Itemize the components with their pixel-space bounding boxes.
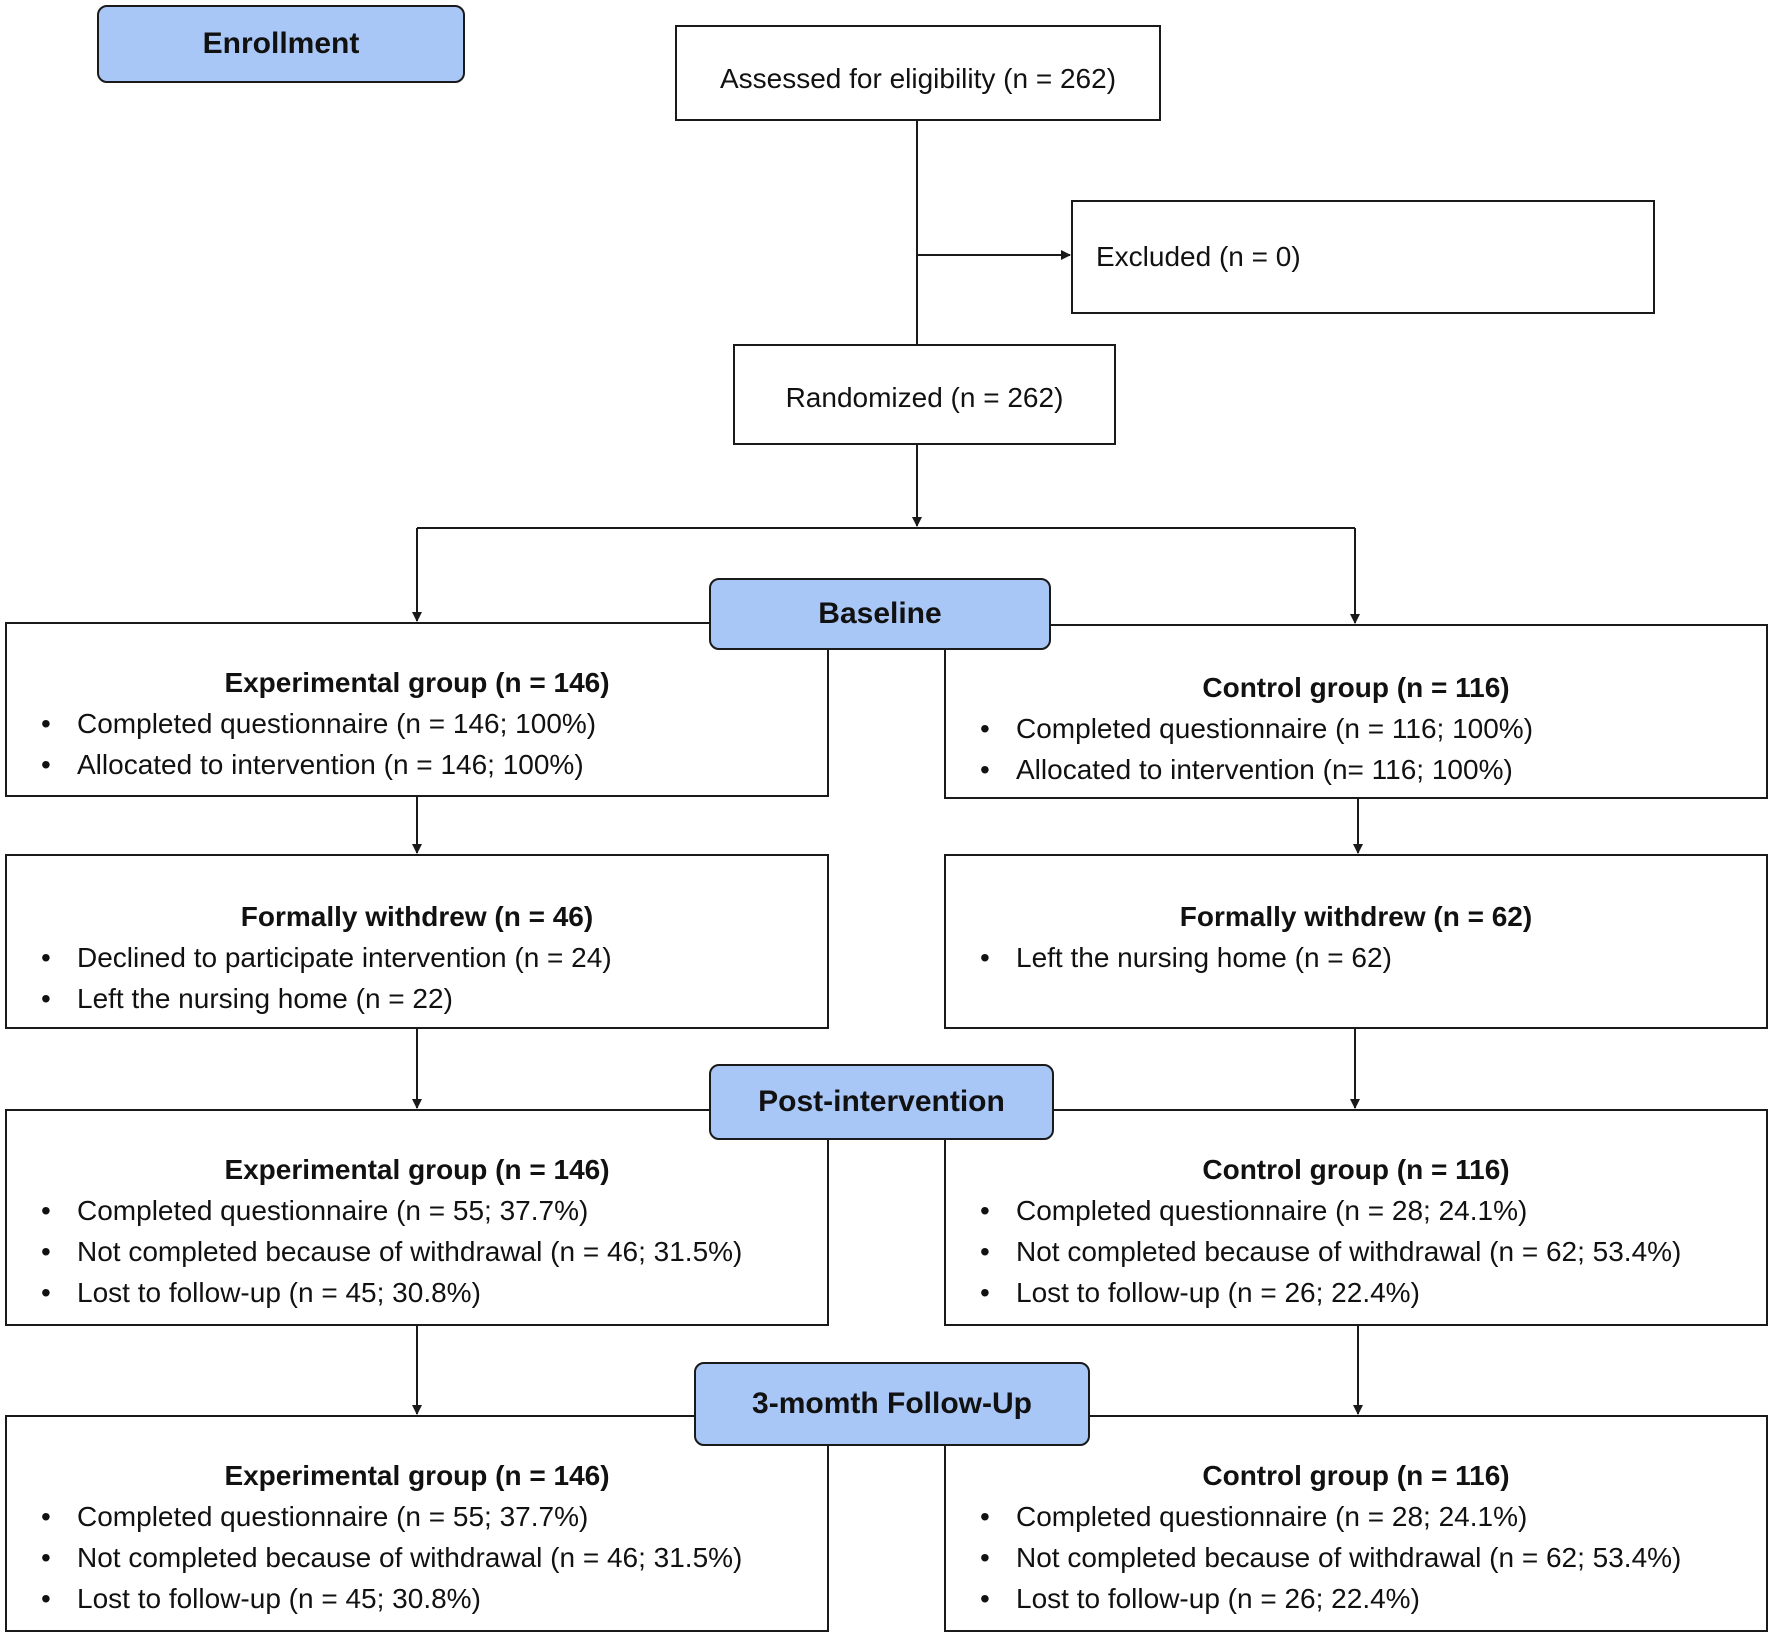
group-title: Formally withdrew (n = 62) [1179, 901, 1533, 932]
list-item: Not completed because of withdrawal (n =… [980, 1537, 1766, 1578]
group-title: Control group (n = 116) [1202, 1154, 1510, 1185]
group-title: Experimental group (n = 146) [224, 667, 610, 698]
post-control-box: Control group (n = 116) Completed questi… [944, 1109, 1768, 1326]
randomized-text: Randomized (n = 262) [785, 381, 1064, 413]
list-item: Completed questionnaire (n = 55; 37.7%) [41, 1190, 827, 1231]
group-title: Experimental group (n = 146) [224, 1154, 610, 1185]
post-experimental-box: Experimental group (n = 146) Completed q… [5, 1109, 829, 1326]
list-item: Completed questionnaire (n = 28; 24.1%) [980, 1496, 1766, 1537]
group-title: Control group (n = 116) [1202, 672, 1510, 703]
list-item: Not completed because of withdrawal (n =… [41, 1231, 827, 1272]
group-title: Formally withdrew (n = 46) [240, 901, 594, 932]
list-item: Not completed because of withdrawal (n =… [41, 1537, 827, 1578]
withdrew-control-box: Formally withdrew (n = 62) Left the nurs… [944, 854, 1768, 1029]
list-item: Lost to follow-up (n = 26; 22.4%) [980, 1578, 1766, 1619]
assessed-text: Assessed for eligibility (n = 262) [719, 63, 1117, 94]
list-item: Completed questionnaire (n = 55; 37.7%) [41, 1496, 827, 1537]
list-item: Declined to participate intervention (n … [41, 937, 827, 978]
stage-label-baseline: Baseline [709, 578, 1051, 650]
list-item: Not completed because of withdrawal (n =… [980, 1231, 1766, 1272]
baseline-control-box: Control group (n = 116) Completed questi… [944, 624, 1768, 799]
list-item: Left the nursing home (n = 62) [980, 937, 1766, 978]
group-title: Experimental group (n = 146) [224, 1460, 610, 1491]
followup-control-box: Control group (n = 116) Completed questi… [944, 1415, 1768, 1632]
stage-label-follow-up: 3-momth Follow-Up [694, 1362, 1090, 1446]
list-item: Left the nursing home (n = 22) [41, 978, 827, 1019]
withdrew-experimental-box: Formally withdrew (n = 46) Declined to p… [5, 854, 829, 1029]
assessed-box: Assessed for eligibility (n = 262) [675, 25, 1161, 121]
list-item: Completed questionnaire (n = 116; 100%) [980, 708, 1766, 749]
randomized-box: Randomized (n = 262) [733, 344, 1116, 445]
list-item: Lost to follow-up (n = 26; 22.4%) [980, 1272, 1766, 1313]
list-item: Lost to follow-up (n = 45; 30.8%) [41, 1578, 827, 1619]
list-item: Completed questionnaire (n = 146; 100%) [41, 703, 827, 744]
stage-label-enrollment: Enrollment [97, 5, 465, 83]
list-item: Completed questionnaire (n = 28; 24.1%) [980, 1190, 1766, 1231]
list-item: Lost to follow-up (n = 45; 30.8%) [41, 1272, 827, 1313]
list-item: Allocated to intervention (n= 116; 100%) [980, 749, 1766, 790]
followup-experimental-box: Experimental group (n = 146) Completed q… [5, 1415, 829, 1632]
excluded-text: Excluded (n = 0) [1096, 241, 1301, 272]
group-title: Control group (n = 116) [1202, 1460, 1510, 1491]
list-item: Allocated to intervention (n = 146; 100%… [41, 744, 827, 785]
baseline-experimental-box: Experimental group (n = 146) Completed q… [5, 622, 829, 797]
excluded-box: Excluded (n = 0) [1071, 200, 1655, 314]
stage-label-post-intervention: Post-intervention [709, 1064, 1054, 1140]
